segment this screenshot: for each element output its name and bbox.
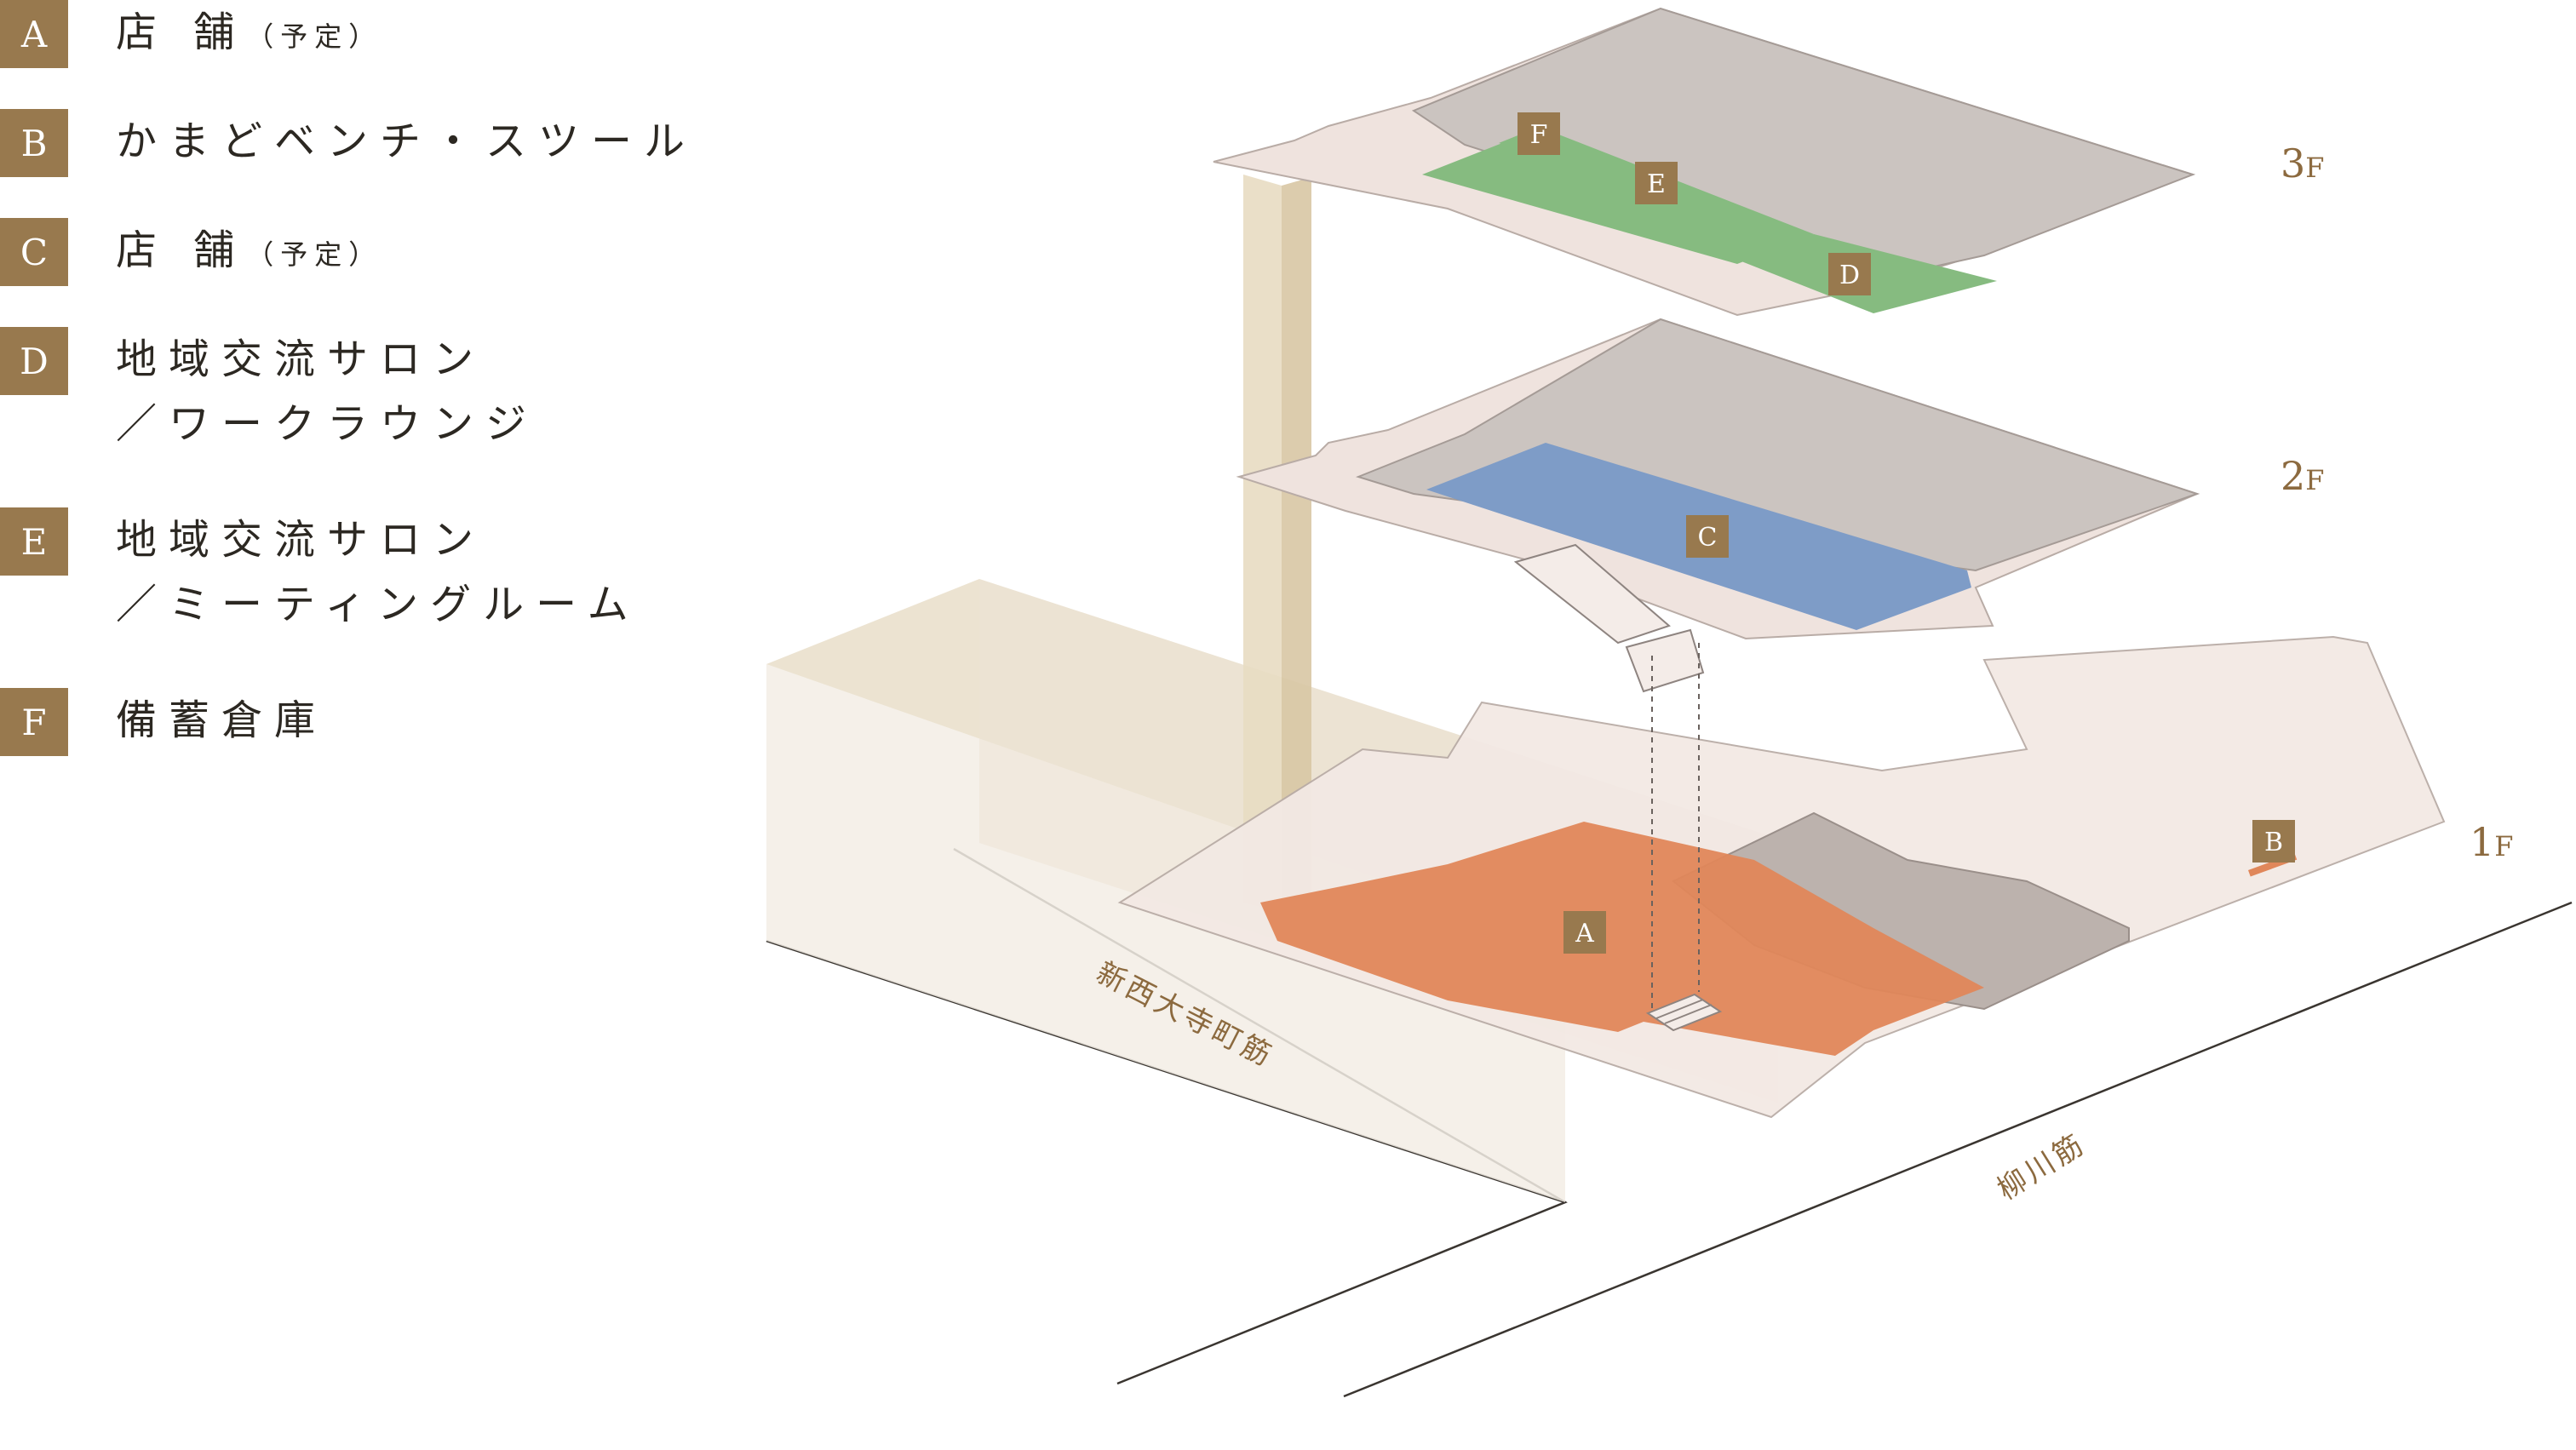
legend-badge-f: F [0,688,68,756]
area-badge-d: D [1828,253,1871,295]
legend-label-f: 備蓄倉庫 [116,688,327,753]
floor-label-3f: 3F [2281,140,2324,186]
legend-item-c: C 店 舗（予定） [0,218,382,287]
legend-badge-e: E [0,507,68,576]
legend-label-e-line2: ／ミーティングルーム [116,581,640,628]
massing-left-face [766,664,1565,1202]
floor-label-2f: 2F [2281,453,2324,499]
legend-label-f-main: 備蓄倉庫 [116,696,328,744]
legend-label-c: 店 舗（予定） [116,218,382,287]
legend-item-d: D 地域交流サロン ／ワークラウンジ [0,327,538,456]
legend-item-e: E 地域交流サロン ／ミーティングルーム [0,507,640,637]
legend-item-b: B かまどベンチ・スツール [0,109,697,177]
area-badge-b: B [2252,820,2295,863]
legend-label-c-main: 店 舗 [116,226,247,274]
area-badge-a: A [1563,911,1606,954]
floor-1f [1117,635,2446,1119]
area-badge-e: E [1635,162,1678,204]
area-badge-c-box [1686,515,1729,558]
area-badge-e-box [1635,162,1678,204]
legend-label-e: 地域交流サロン ／ミーティングルーム [116,507,640,637]
legend-label-a-sub: （予定） [246,20,383,53]
legend-label-d-line1: 地域交流サロン [116,335,486,383]
legend-item-a: A 店 舗（予定） [0,0,382,69]
shop-a-area [1260,822,1984,1056]
elevator-shaft [1243,175,1311,915]
legend-item-f: F 備蓄倉庫 [0,688,327,756]
area-badge-f-letter: F [1530,120,1548,150]
area-badge-c: C [1686,515,1729,558]
legend-badge-b: B [0,109,68,177]
floor-label-1f-unit: F [2494,830,2513,863]
stairs-2f [1513,543,1705,693]
floor-2f [1236,318,2200,693]
floor-label-1f-num: 1 [2470,819,2494,865]
floor-label-1f: 1F [2470,819,2513,865]
floor-3f [1213,7,2196,317]
legend-label-c-sub: （予定） [246,238,383,271]
floor-label-2f-num: 2 [2281,453,2305,499]
area-badge-d-letter: D [1839,261,1860,290]
legend-label-d: 地域交流サロン ／ワークラウンジ [116,327,538,456]
area-badge-a-letter: A [1575,919,1594,949]
stair-connectors [1651,643,1700,1009]
floor-label-2f-unit: F [2305,464,2324,496]
area-badge-f-box [1517,112,1560,155]
area-badge-f: F [1517,112,1560,155]
street-label-south: 柳川筋 [1992,1126,2092,1206]
elevator-shaft-right [1282,177,1311,915]
elevator-shaft-left [1243,175,1282,911]
area-badge-a-box [1563,911,1606,954]
legend-label-b: かまどベンチ・スツール [116,109,697,174]
legend-label-d-line2: ／ワークラウンジ [116,400,539,448]
legend-label-a: 店 舗（予定） [116,0,382,69]
area-badge-c-letter: C [1698,523,1718,553]
legend-label-e-line1: 地域交流サロン [116,516,486,564]
floor-label-3f-num: 3 [2281,140,2305,186]
stairs-1f [1645,993,1723,1032]
legend-label-b-main: かまどベンチ・スツール [116,117,697,165]
floor-label-3f-unit: F [2305,152,2324,184]
legend-label-a-main: 店 舗 [116,9,247,56]
area-badge-b-box [2252,820,2295,863]
legend-badge-c: C [0,218,68,286]
area-badge-d-box [1828,253,1871,295]
area-badge-e-letter: E [1647,169,1666,199]
south-street-line [1343,901,2573,1398]
area-badge-b-letter: B [2264,828,2283,857]
legend-badge-a: A [0,0,68,68]
legend-badge-d: D [0,327,68,395]
salon-e-area [1422,128,1814,264]
